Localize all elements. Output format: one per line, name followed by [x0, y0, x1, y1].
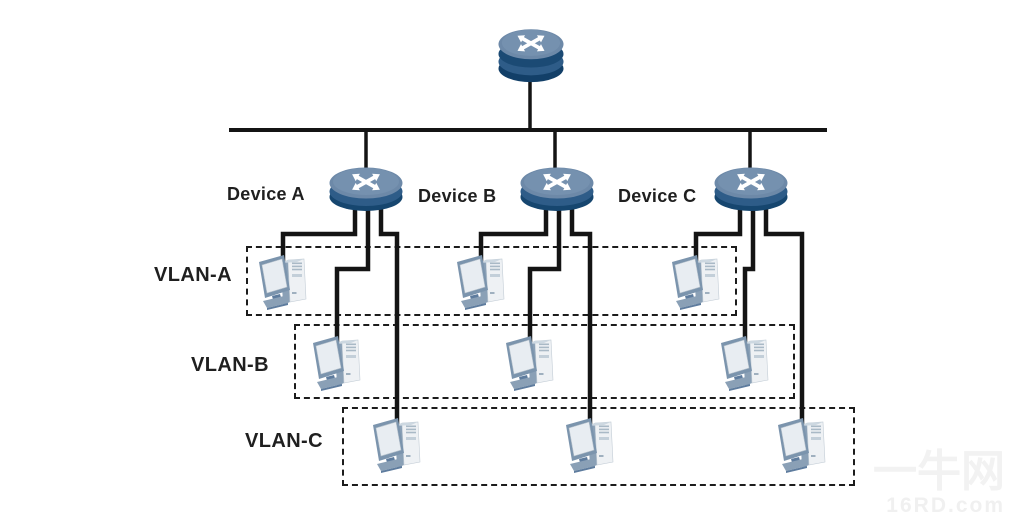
device-b-vlan-a-cable — [478, 196, 549, 262]
vlan-c-label: VLAN-C — [245, 430, 323, 452]
vlan-c-boundary — [342, 407, 855, 486]
pc-icon-vlan-c-host-3 — [770, 412, 834, 474]
switch-icon-device-a — [327, 160, 405, 214]
device-a-vlan-b-cable — [334, 196, 371, 342]
pc-icon-vlan-c-host-2 — [558, 412, 622, 474]
device-c-label: Device C — [618, 186, 697, 206]
switch-icon-device-b — [518, 160, 596, 214]
vlan-b-boundary — [294, 324, 795, 399]
pc-icon-vlan-a-host-1 — [251, 249, 315, 311]
vlan-a-label: VLAN-A — [154, 264, 232, 286]
device-b-label: Device B — [418, 186, 497, 206]
vlan-b-label: VLAN-B — [191, 354, 269, 376]
pc-icon-vlan-a-host-2 — [449, 249, 513, 311]
pc-icon-vlan-b-host-1 — [305, 330, 369, 392]
device-a-label: Device A — [227, 184, 305, 204]
pc-icon-vlan-b-host-2 — [498, 330, 562, 392]
device-b-vlan-b-cable — [527, 196, 562, 342]
router-icon — [495, 20, 567, 86]
pc-icon-vlan-c-host-1 — [365, 412, 429, 474]
device-a-vlan-a-cable — [280, 196, 358, 262]
device-c-vlan-b-cable — [742, 196, 756, 342]
device-a-vlan-c-cable — [378, 196, 400, 424]
pc-icon-vlan-b-host-3 — [713, 330, 777, 392]
device-c-vlan-c-cable — [763, 196, 805, 424]
device-c-vlan-a-cable — [693, 196, 743, 262]
device-b-vlan-c-cable — [569, 196, 593, 424]
pc-icon-vlan-a-host-3 — [664, 249, 728, 311]
switch-icon-device-c — [712, 160, 790, 214]
vlan-a-boundary — [246, 246, 737, 316]
